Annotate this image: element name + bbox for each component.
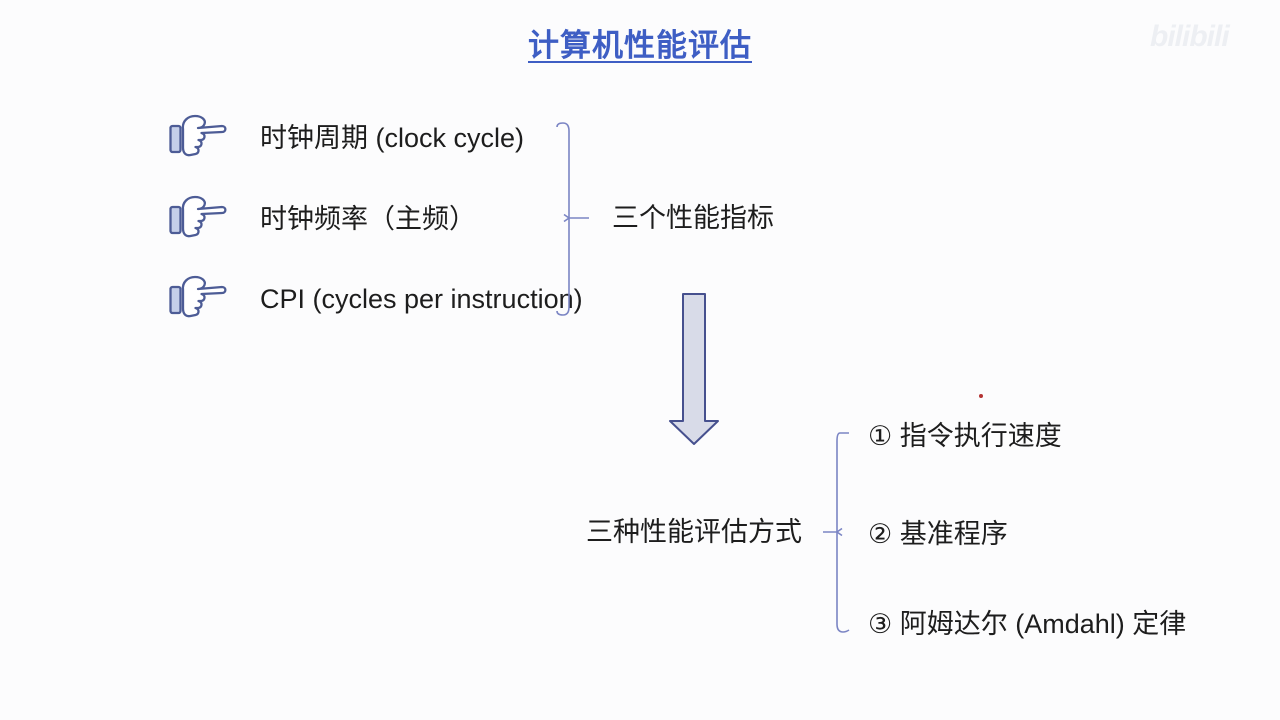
indicator-item-clock-cycle: 时钟周期 (clock cycle) xyxy=(168,112,524,164)
pointing-hand-icon xyxy=(168,113,232,163)
indicator-item-cpi: CPI (cycles per instruction) xyxy=(168,273,583,325)
evaluation-item-instruction-speed: ① 指令执行速度 xyxy=(868,421,1062,451)
indicators-group-label: 三个性能指标 xyxy=(612,203,774,233)
bilibili-watermark: bilibili xyxy=(1150,20,1230,53)
left-brace-bracket xyxy=(823,432,850,633)
evaluations-group-label: 三种性能评估方式 xyxy=(586,517,802,547)
laser-pointer-dot xyxy=(979,394,983,398)
pointing-hand-icon xyxy=(168,274,232,324)
right-brace-bracket xyxy=(556,122,589,316)
page-title: 计算机性能评估 xyxy=(528,28,752,64)
evaluation-item-amdahl: ③ 阿姆达尔 (Amdahl) 定律 xyxy=(868,609,1187,639)
indicator-item-clock-rate: 时钟频率（主频） xyxy=(168,193,476,245)
indicator-label: 时钟周期 (clock cycle) xyxy=(260,122,525,153)
indicator-label: 时钟频率（主频） xyxy=(260,203,476,234)
pointing-hand-icon xyxy=(168,194,232,244)
evaluation-item-benchmark: ② 基准程序 xyxy=(868,519,1008,549)
indicator-label: CPI (cycles per instruction) xyxy=(260,283,583,314)
down-arrow xyxy=(669,293,719,445)
